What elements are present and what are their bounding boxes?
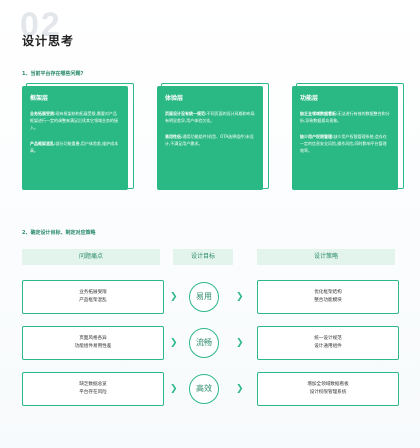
goal-circle: 流畅 bbox=[189, 328, 219, 358]
problem-line: 页面风格各异 bbox=[79, 336, 107, 341]
card-para-label: 缺少用户权限管理: bbox=[300, 134, 334, 139]
card-framework: 框架层 业务拓展受限:现有框架结构拓展受限,需要对产品框架进行一定的调整来满足后… bbox=[22, 86, 128, 190]
strategy-box: 增加全领域数据看板 设计权限管理系统 bbox=[257, 372, 399, 406]
card-title: 体验层 bbox=[165, 95, 184, 102]
card-function-wrap: 功能层 缺乏全领域数据看板:无法进行有效的数据整合和分析,导致数据孤岛现象。 缺… bbox=[292, 83, 404, 190]
strategy-line: 设计权限管理系统 bbox=[309, 390, 347, 395]
card-para-text: 缺少用户权限管理系统,会存在一定的信息安全风险,操作风险,同时影响平台管理效率。 bbox=[300, 134, 387, 153]
card-para-label: 业务拓展受限: bbox=[30, 111, 56, 116]
column-header-goals: 设计目标 bbox=[173, 249, 233, 265]
problem-box: 页面风格各异 功能组件易用性差 bbox=[22, 326, 164, 360]
page-title: 设计思考 bbox=[22, 34, 75, 48]
section-title-problems: 1、当前平台存在哪些问题? bbox=[22, 71, 84, 77]
problem-box: 业务拓展受限 产品框架混乱 bbox=[22, 280, 164, 314]
arrow-right-icon: ❯ bbox=[236, 384, 244, 394]
card-paragraph: 产品框架混乱:部分功能重叠,用户体验差,维护成本高。 bbox=[30, 140, 120, 154]
column-header-strategies: 设计策略 bbox=[257, 249, 395, 265]
problem-line: 缺乏数据总览 bbox=[79, 382, 107, 387]
strategy-box: 优化框架结构 整合功能模块 bbox=[257, 280, 399, 314]
card-paragraph: 页面设计没有统一规范:不同页面的设计风格和布局有明显差异,用户体验欠佳。 bbox=[165, 110, 255, 124]
goal-circle: 易用 bbox=[189, 282, 219, 312]
card-experience-wrap: 体验层 页面设计没有统一规范:不同页面的设计风格和布局有明显差异,用户体验欠佳。… bbox=[157, 83, 269, 190]
card-para-text: 现有框架结构拓展受限,需要对产品框架进行一定的调整来满足后续其它领域业务的接入。 bbox=[30, 111, 118, 130]
background-number: 02 bbox=[20, 6, 62, 44]
section-title-strategy: 2、确定设计目标、制定对应策略 bbox=[22, 230, 96, 236]
card-para-text: 通用功能组件(机型、OTA选择组件)未设计,不满足用户需求。 bbox=[165, 134, 254, 146]
card-paragraph: 缺少用户权限管理:缺少用户权限管理系统,会存在一定的信息安全风险,操作风险,同时… bbox=[300, 133, 390, 154]
card-paragraph: 业务拓展受限:现有框架结构拓展受限,需要对产品框架进行一定的调整来满足后续其它领… bbox=[30, 110, 120, 131]
arrow-right-icon: ❯ bbox=[170, 338, 178, 348]
strategy-line: 设计通用组件 bbox=[314, 344, 342, 349]
problem-line: 产品框架混乱 bbox=[79, 298, 107, 303]
column-header-problems: 问题痛点 bbox=[22, 249, 160, 265]
strategy-line: 统一设计规范 bbox=[314, 336, 342, 341]
arrow-right-icon: ❯ bbox=[236, 292, 244, 302]
strategy-line: 整合功能模块 bbox=[314, 298, 342, 303]
card-para-label: 缺乏全领域数据看板: bbox=[300, 111, 338, 116]
card-paragraph: 易用性低:通用功能组件(机型、OTA选择组件)未设计,不满足用户需求。 bbox=[165, 133, 255, 147]
card-para-label: 易用性低: bbox=[165, 134, 183, 139]
arrow-right-icon: ❯ bbox=[170, 384, 178, 394]
problem-line: 功能组件易用性差 bbox=[74, 344, 112, 349]
problem-box: 缺乏数据总览 平台存在风险 bbox=[22, 372, 164, 406]
card-title: 功能层 bbox=[300, 95, 319, 102]
card-function: 功能层 缺乏全领域数据看板:无法进行有效的数据整合和分析,导致数据孤岛现象。 缺… bbox=[292, 86, 398, 190]
card-title: 框架层 bbox=[30, 95, 49, 102]
strategy-line: 增加全领域数据看板 bbox=[307, 382, 349, 387]
card-paragraph: 缺乏全领域数据看板:无法进行有效的数据整合和分析,导致数据孤岛现象。 bbox=[300, 110, 390, 124]
card-para-label: 页面设计没有统一规范: bbox=[165, 111, 207, 116]
problem-line: 平台存在风险 bbox=[79, 390, 107, 395]
card-para-text: 无法进行有效的数据整合和分析,导致数据孤岛现象。 bbox=[300, 111, 390, 123]
card-para-label: 产品框架混乱: bbox=[30, 141, 56, 146]
card-para-text: 部分功能重叠,用户体验差,维护成本高。 bbox=[30, 141, 119, 153]
card-experience: 体验层 页面设计没有统一规范:不同页面的设计风格和布局有明显差异,用户体验欠佳。… bbox=[157, 86, 263, 190]
strategy-line: 优化框架结构 bbox=[314, 290, 342, 295]
arrow-right-icon: ❯ bbox=[170, 292, 178, 302]
arrow-right-icon: ❯ bbox=[236, 338, 244, 348]
goal-circle: 高效 bbox=[189, 374, 219, 404]
problem-line: 业务拓展受限 bbox=[79, 290, 107, 295]
card-para-text: 不同页面的设计风格和布局有明显差异,用户体验欠佳。 bbox=[165, 111, 255, 123]
strategy-box: 统一设计规范 设计通用组件 bbox=[257, 326, 399, 360]
card-framework-wrap: 框架层 业务拓展受限:现有框架结构拓展受限,需要对产品框架进行一定的调整来满足后… bbox=[22, 83, 134, 190]
